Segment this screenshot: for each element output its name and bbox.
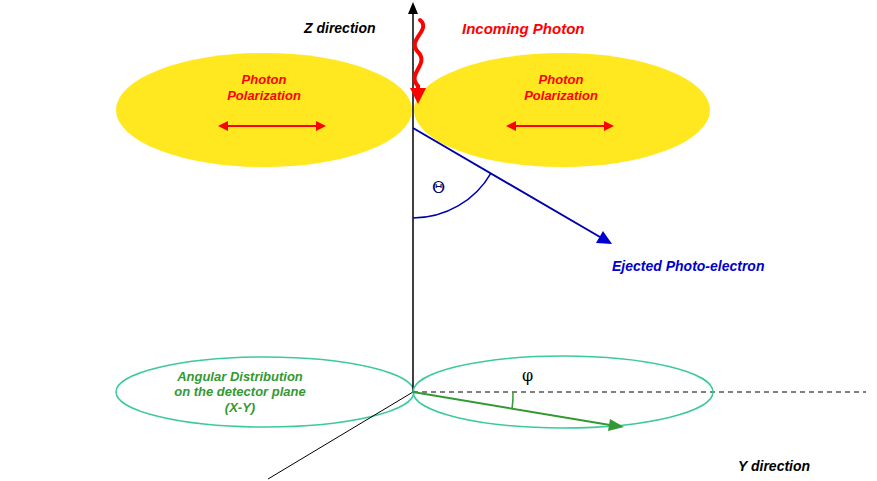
node-text: Photon Polarization [511, 72, 611, 103]
node-text: Photon Polarization [214, 72, 314, 103]
angle-symbol: φ [522, 366, 533, 385]
polarization-ellipse: Photon Polarization [413, 52, 711, 168]
polarization-ellipse: Photon Polarization [115, 52, 413, 168]
axis-label: Y direction [738, 458, 810, 475]
electron-label: Ejected Photo-electron [612, 258, 764, 275]
detector-ellipse: Angular Distribution on the detector pla… [115, 356, 415, 428]
ellipse-outline [413, 52, 711, 168]
angle-symbol: Θ [432, 178, 445, 197]
photon-label: Incoming Photon [462, 20, 584, 38]
axis-label: Z direction [304, 20, 376, 37]
node-text: Angular Distribution on the detector pla… [168, 369, 313, 416]
ellipse-outline [115, 52, 413, 168]
